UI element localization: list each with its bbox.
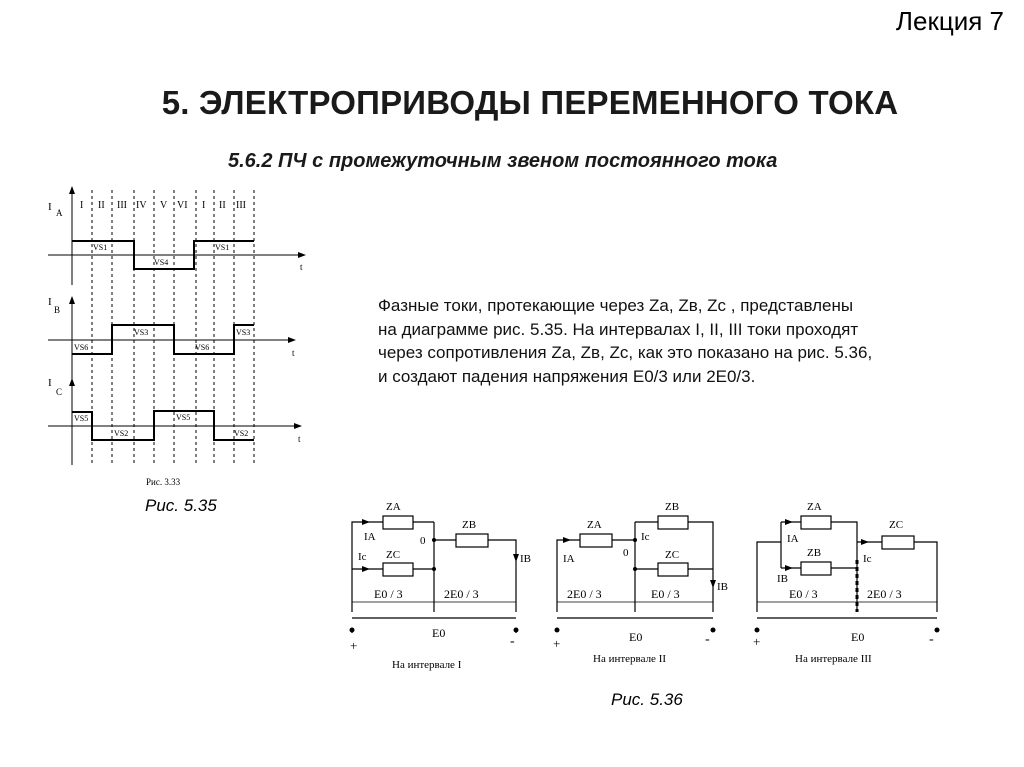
lecture-number: Лекция 7 <box>895 6 1004 36</box>
circuit-1-marks: ZA ZC ZB IA Ic IB 0 E0 / 3 2E0 / 3 E0 + … <box>349 501 531 671</box>
voltage-label: 2E0 / 3 <box>444 587 479 601</box>
node-label: 0 <box>420 535 426 547</box>
interval-label: VI <box>177 200 188 211</box>
phase-a-sub: A <box>56 208 63 218</box>
phase-c-waveform: I C t VS5 VS5 VS2 VS2 <box>48 377 302 465</box>
figure-536-caption: Рис. 5.36 <box>611 690 683 709</box>
switch-label: VS5 <box>176 413 190 422</box>
figure-535-caption: Рис. 5.35 <box>145 496 217 515</box>
voltage-label: E0 / 3 <box>374 587 403 601</box>
plus-sign: + <box>350 638 357 653</box>
circuit-2-marks: ZA ZC ZB IA Ic IB 0 2E0 / 3 E0 / 3 E0 + … <box>553 501 728 665</box>
switch-label: VS1 <box>215 243 229 252</box>
switch-label: VS4 <box>154 258 168 267</box>
impedance-label: ZB <box>665 501 679 513</box>
switch-label: VS1 <box>93 243 107 252</box>
impedance-label: ZA <box>386 501 401 513</box>
switch-label: VS6 <box>195 343 209 352</box>
total-voltage-label: E0 <box>432 626 445 640</box>
interval-caption: На интервале II <box>593 653 666 665</box>
total-voltage-label: E0 <box>629 630 642 644</box>
phase-b-waveform: I B t VS3 VS3 VS6 VS6 <box>48 296 296 380</box>
paragraph-line: через сопротивления Za, Zв, Zc, как это … <box>378 343 873 362</box>
current-label: Ic <box>641 531 650 543</box>
current-label: IB <box>717 581 728 593</box>
interval-label: I <box>80 200 83 211</box>
paragraph-line: и создают падения напряжения E0/3 или 2E… <box>378 366 756 386</box>
voltage-label: E0 / 3 <box>789 587 818 601</box>
interval-labels: I II III IV V VI I II III <box>80 200 246 211</box>
impedance-label: ZA <box>807 501 822 513</box>
interval-label: II <box>219 200 226 211</box>
phase-c-label: I <box>48 377 52 389</box>
minus-sign: - <box>929 632 934 647</box>
impedance-label: ZA <box>587 519 602 531</box>
phase-a-label: I <box>48 201 52 213</box>
total-voltage-label: E0 <box>851 630 864 644</box>
description-paragraph: Фазные токи, протекающие через Za, Zв, Z… <box>378 294 1004 388</box>
circuit-interval-3 <box>756 515 938 619</box>
interval-label: III <box>117 200 127 211</box>
impedance-label: ZB <box>807 547 821 559</box>
time-label: t <box>300 262 303 272</box>
slide-title: 5. ЭЛЕКТРОПРИВОДЫ ПЕРЕМЕННОГО ТОКА <box>161 84 899 121</box>
node-label: 0 <box>623 547 629 559</box>
current-label: IB <box>520 553 531 565</box>
time-label: t <box>292 348 295 358</box>
interval-label: I <box>202 200 205 211</box>
current-label: IA <box>364 531 376 543</box>
circuit-3-marks: ZA ZB ZC IA IB Ic E0 / 3 2E0 / 3 E0 + - … <box>753 501 940 665</box>
impedance-label: ZB <box>462 519 476 531</box>
impedance-label: ZC <box>386 549 400 561</box>
plus-sign: + <box>553 636 560 651</box>
current-label: Ic <box>863 553 872 565</box>
current-label: IB <box>777 573 788 585</box>
voltage-label: 2E0 / 3 <box>567 587 602 601</box>
phase-a-waveform: I A t VS1 VS1 VS4 <box>48 186 306 285</box>
plus-sign: + <box>753 634 760 649</box>
switch-label: VS3 <box>236 328 250 337</box>
paragraph-line: на диаграмме рис. 5.35. На интервалах I,… <box>378 319 859 339</box>
phase-currents-diagram: I II III IV V VI I II III I A t VS1 VS1 … <box>48 186 306 487</box>
switch-label: VS5 <box>74 414 88 423</box>
impedance-label: ZC <box>889 519 903 531</box>
phase-b-sub: B <box>54 305 60 315</box>
voltage-label: 2E0 / 3 <box>867 587 902 601</box>
current-label: Ic <box>358 551 367 563</box>
switch-label: VS6 <box>74 343 88 352</box>
switch-label: VS3 <box>134 328 148 337</box>
phase-b-label: I <box>48 296 52 308</box>
minus-sign: - <box>705 632 710 647</box>
current-label: IA <box>787 533 799 545</box>
switch-label: VS2 <box>234 429 248 438</box>
interval-caption: На интервале I <box>392 659 462 671</box>
equivalent-circuits: ZA ZC ZB IA Ic IB 0 E0 / 3 2E0 / 3 E0 + … <box>349 501 940 671</box>
time-label: t <box>298 434 301 444</box>
impedance-label: ZC <box>665 549 679 561</box>
inner-figure-caption: Рис. 3.33 <box>146 477 181 487</box>
interval-label: III <box>236 200 246 211</box>
minus-sign: - <box>510 634 515 649</box>
interval-caption: На интервале III <box>795 653 872 665</box>
voltage-label: E0 / 3 <box>651 587 680 601</box>
interval-label: IV <box>136 200 147 211</box>
current-label: IA <box>563 553 575 565</box>
paragraph-line: Фазные токи, протекающие через Za, Zв, Z… <box>378 296 854 315</box>
interval-label: II <box>98 200 105 211</box>
circuit-interval-1 <box>351 515 517 633</box>
slide-subtitle: 5.6.2 ПЧ с промежуточным звеном постоянн… <box>228 150 778 172</box>
phase-c-sub: C <box>56 387 62 397</box>
switch-label: VS2 <box>114 429 128 438</box>
interval-label: V <box>160 200 168 211</box>
